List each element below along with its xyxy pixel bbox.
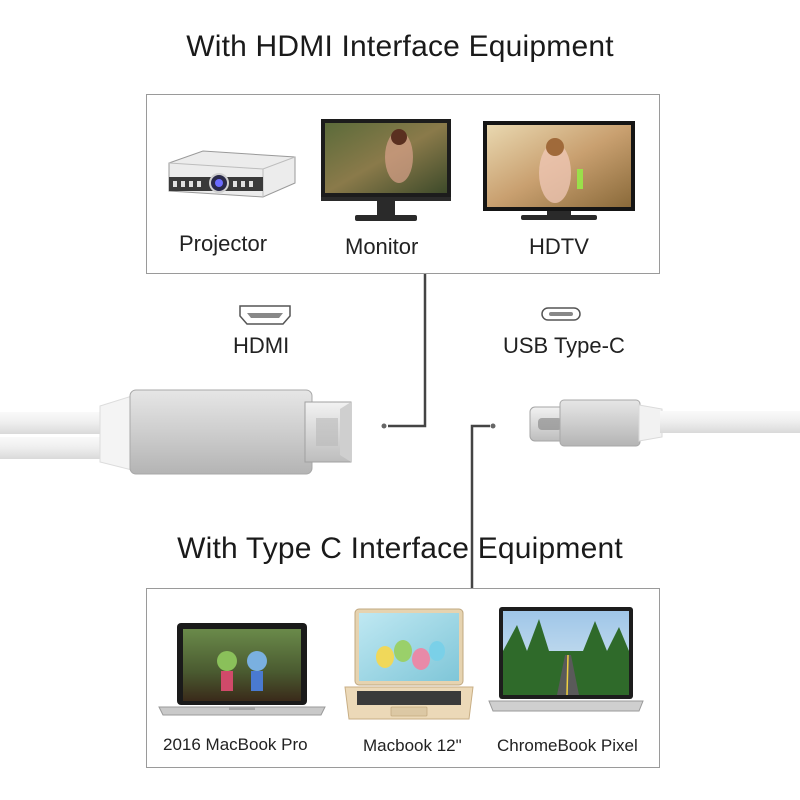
hdtv-icon bbox=[483, 121, 635, 220]
device-label: 2016 MacBook Pro bbox=[163, 735, 308, 754]
typec-equipment-panel: 2016 MacBook Pro Macbook 12" bbox=[146, 588, 660, 768]
hdmi-cable bbox=[0, 389, 352, 475]
device-label: ChromeBook Pixel bbox=[497, 736, 638, 755]
usbc-cable bbox=[529, 399, 800, 447]
monitor-icon bbox=[321, 119, 451, 221]
device-label: Monitor bbox=[345, 234, 419, 259]
hdmi-port-icon bbox=[239, 305, 291, 325]
hdmi-connector-dot bbox=[381, 423, 387, 429]
projector-icon bbox=[168, 150, 296, 198]
connector-lines bbox=[388, 274, 490, 588]
device-label: Macbook 12" bbox=[363, 736, 462, 755]
macbook-pro-icon bbox=[158, 623, 326, 716]
chromebook-pixel-icon bbox=[488, 607, 644, 712]
device-label: Projector bbox=[179, 231, 268, 256]
typec-equipment-heading: With Type C Interface Equipment bbox=[177, 532, 623, 565]
hdmi-equipment-panel: Projector Monitor bbox=[146, 94, 660, 274]
hdmi-equipment-heading: With HDMI Interface Equipment bbox=[186, 30, 614, 63]
macbook-12-icon bbox=[344, 608, 474, 720]
usbc-connector-dot bbox=[490, 423, 496, 429]
usbc-port-label: USB Type-C bbox=[503, 333, 625, 358]
device-label: HDTV bbox=[529, 234, 589, 259]
usb-c-port-icon bbox=[541, 307, 581, 321]
hdmi-port-label: HDMI bbox=[233, 333, 290, 358]
